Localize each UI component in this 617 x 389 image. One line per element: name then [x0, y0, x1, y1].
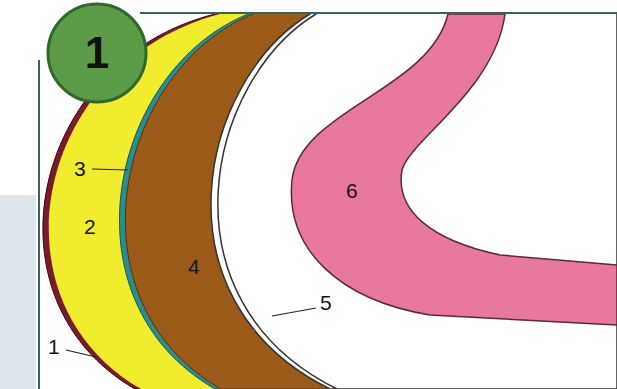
inner-space	[218, 13, 617, 389]
brown-layer	[125, 13, 617, 389]
number-circle: 1	[46, 2, 148, 104]
circle-number: 1	[85, 31, 109, 75]
callout-number: 4	[188, 256, 200, 277]
side-panel	[0, 195, 36, 389]
circle-shape	[48, 4, 146, 102]
leader-line	[92, 169, 128, 170]
callout-number: 3	[74, 158, 86, 179]
callout-number: 1	[48, 336, 60, 357]
thin-layer	[211, 13, 617, 389]
frame-line	[140, 12, 617, 14]
teal-layer	[119, 13, 617, 389]
yellow-layer	[49, 13, 617, 389]
callout-number: 2	[84, 216, 96, 237]
callout-number: 6	[346, 180, 358, 201]
outer-layer	[43, 13, 617, 389]
leader-line	[272, 308, 316, 316]
leader-line	[66, 350, 96, 357]
pink-tube	[291, 14, 617, 325]
frame-line	[38, 60, 40, 389]
callout-number: 5	[320, 292, 332, 313]
